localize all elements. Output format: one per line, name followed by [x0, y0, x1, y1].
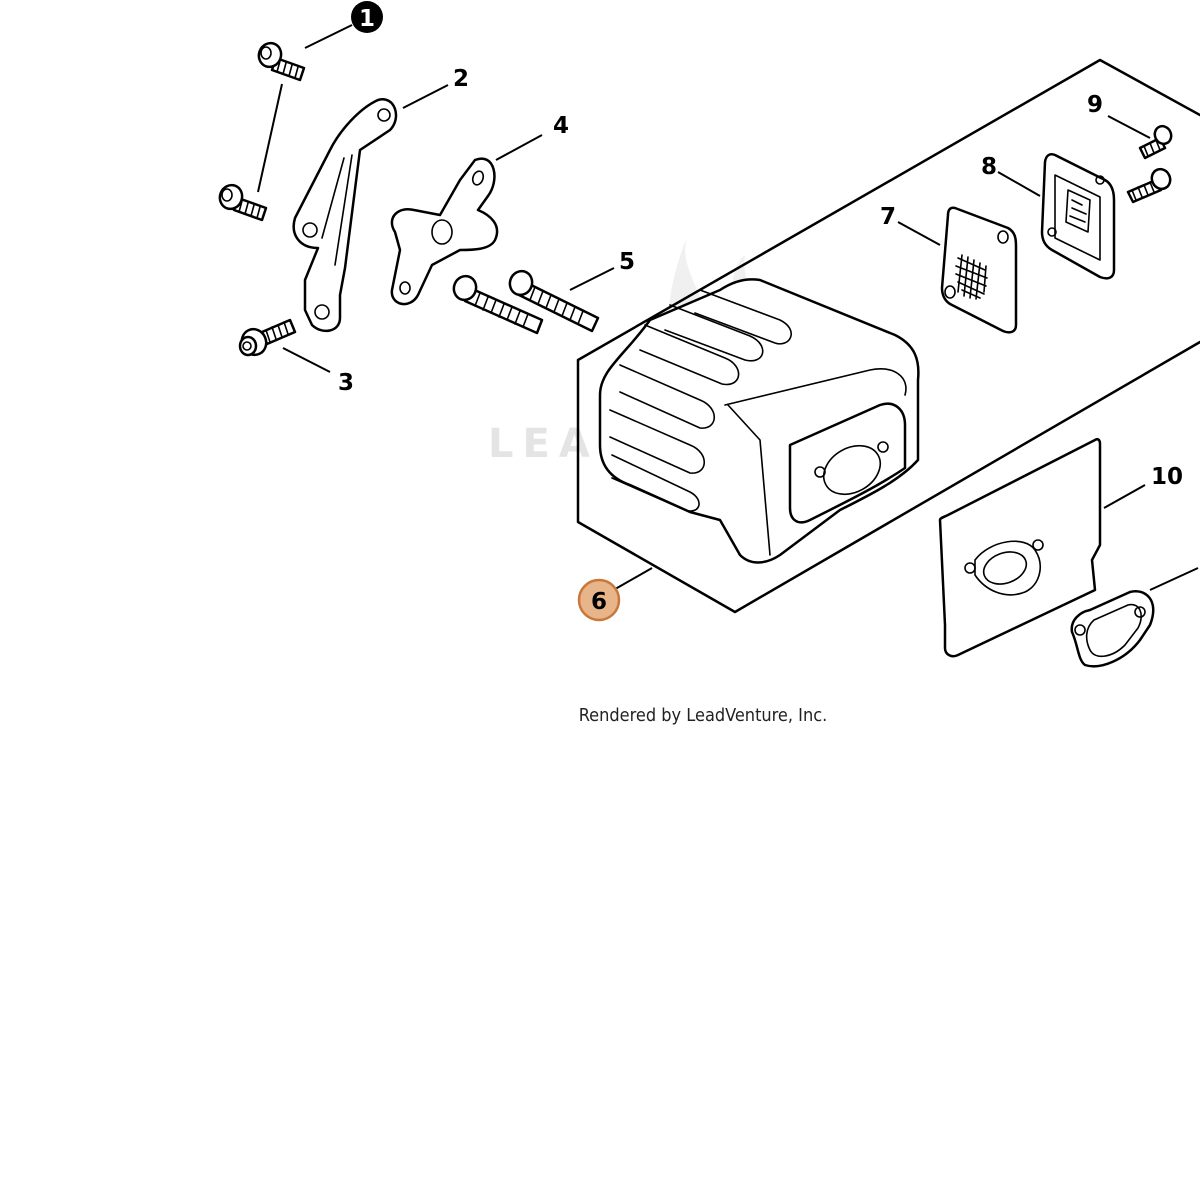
callout-8[interactable]: 8	[981, 154, 997, 180]
part-5-screws	[452, 269, 600, 335]
callout-9[interactable]: 9	[1087, 92, 1103, 118]
callouts: 1 2 3 4 5 6 7 8 9 10	[338, 1, 1183, 622]
assembly-box	[576, 58, 1200, 614]
screw-9b	[1126, 167, 1172, 204]
part-9-screws	[1126, 124, 1173, 204]
callout-6-number: 6	[591, 589, 607, 615]
part-7-screen	[940, 206, 1018, 334]
callout-3[interactable]: 3	[338, 370, 354, 396]
part-1-bolts	[218, 24, 353, 222]
part-4-plate	[390, 157, 499, 306]
part-10-gaskets	[938, 437, 1155, 668]
screw-5a	[452, 274, 544, 335]
part-8-cover	[1040, 153, 1116, 280]
callout-5[interactable]: 5	[619, 249, 635, 275]
bolt-1b	[218, 183, 268, 222]
callout-1-number: 1	[359, 6, 375, 32]
part-2-bracket	[292, 98, 398, 333]
callout-6[interactable]: 6	[577, 578, 621, 622]
callout-1[interactable]: 1	[351, 1, 383, 33]
callout-10[interactable]: 10	[1151, 464, 1183, 490]
callout-6-badge	[577, 578, 621, 622]
bolt-1a	[257, 41, 306, 82]
part-3-bolt	[238, 318, 297, 357]
mesh-pattern	[955, 254, 988, 300]
callout-2[interactable]: 2	[453, 66, 469, 92]
screw-5b	[508, 269, 600, 333]
callout-1-badge	[351, 1, 383, 33]
part-6-muffler	[598, 278, 920, 564]
screw-9a	[1138, 124, 1173, 160]
credit-text: Rendered by LeadVenture, Inc.	[579, 705, 828, 726]
callout-7[interactable]: 7	[880, 204, 896, 230]
callout-4[interactable]: 4	[553, 113, 569, 139]
